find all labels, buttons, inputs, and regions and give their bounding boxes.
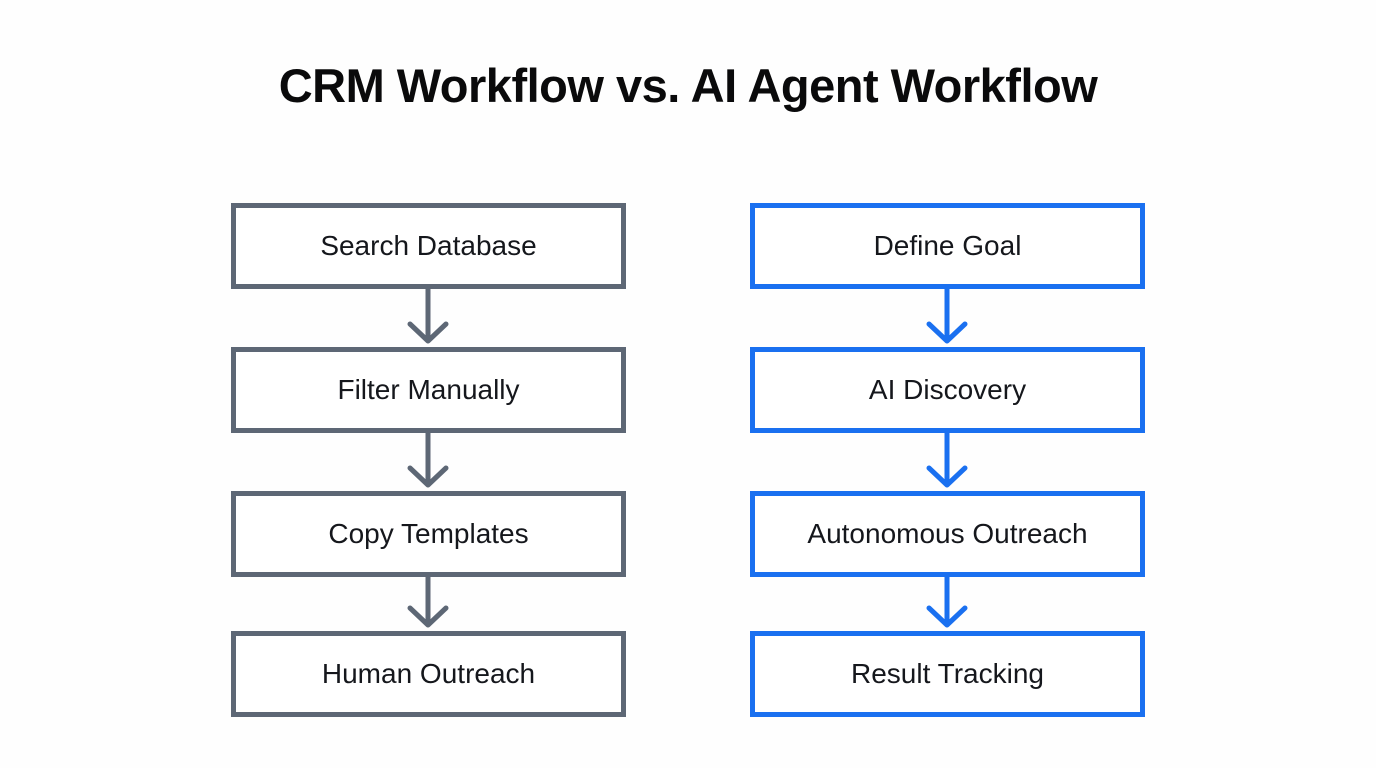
ai-step-autonomous-outreach: Autonomous Outreach	[750, 491, 1145, 577]
ai-step-ai-discovery: AI Discovery	[750, 347, 1145, 433]
crm-step-human-outreach: Human Outreach	[231, 631, 626, 717]
arrow-down-icon	[926, 289, 968, 344]
arrow-down-icon	[926, 433, 968, 488]
crm-step-label: Filter Manually	[337, 374, 520, 405]
ai-step-label: AI Discovery	[868, 374, 1027, 405]
arrow-down-icon	[407, 289, 449, 344]
arrow-down-icon	[407, 577, 449, 628]
ai-step-label: Result Tracking	[851, 658, 1044, 689]
ai-step-result-tracking: Result Tracking	[750, 631, 1145, 717]
ai-step-label: Autonomous Outreach	[807, 518, 1088, 549]
crm-step-search-database: Search Database	[231, 203, 626, 289]
crm-step-copy-templates: Copy Templates	[231, 491, 626, 577]
crm-step-label: Search Database	[320, 230, 537, 261]
ai-step-define-goal: Define Goal	[750, 203, 1145, 289]
arrow-down-icon	[926, 577, 968, 628]
ai-step-label: Define Goal	[873, 230, 1022, 261]
arrow-down-icon	[407, 433, 449, 488]
diagram-title: CRM Workflow vs. AI Agent Workflow	[278, 59, 1098, 112]
crm-step-filter-manually: Filter Manually	[231, 347, 626, 433]
crm-step-label: Copy Templates	[328, 518, 529, 549]
crm-step-label: Human Outreach	[321, 658, 536, 689]
